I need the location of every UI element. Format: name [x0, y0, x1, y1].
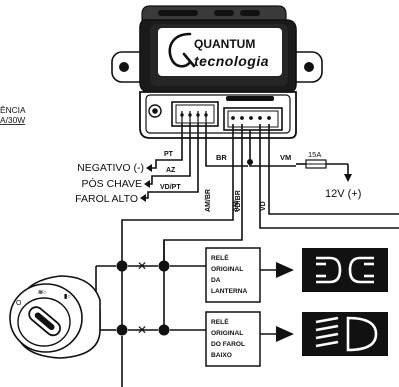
relay-lanterna: RELÉ ORIGINAL DA LANTERNA [205, 247, 294, 303]
wire-code-az: AZ [166, 167, 176, 174]
wire-code-br: BR [216, 153, 227, 162]
side-note-line1: ÊNCIA [0, 105, 26, 115]
wire-code-pt: PT [164, 151, 174, 158]
brand-bottom-text: tecnologia [194, 53, 269, 69]
connector-right-pins [231, 116, 271, 120]
wire-code-vdbr: VD/BR [235, 190, 242, 212]
light-switch-knob: O ≋○ ▮○ [9, 275, 101, 359]
wire-code-am: AM [233, 201, 240, 212]
wire-code-vd: VD [260, 201, 267, 211]
switch-park-mark: ≋○ [38, 290, 47, 296]
brand-top-text: QUANTUM [194, 37, 255, 51]
label-negativo: NEGATIVO (-) [77, 162, 144, 174]
relay-lanterna-line3: DA [211, 277, 221, 284]
relay-farol-line2: ORIGINAL [211, 330, 243, 337]
wire-code-ambr: AM/BR [205, 189, 212, 212]
switch-off-mark: O [16, 300, 22, 307]
relay-farol-line1: RELÉ [211, 317, 229, 326]
label-pos-chave: PÓS CHAVE [82, 177, 143, 190]
fuse-rating: 15A [308, 150, 321, 159]
relay-lanterna-line1: RELÉ [211, 253, 229, 262]
brand-logo: QUANTUM tecnologia [158, 28, 282, 76]
side-note-line2: A/30W [0, 115, 25, 125]
low-beam-headlight-icon [302, 312, 388, 356]
label-farol-alto: FAROL ALTO [75, 193, 138, 205]
relay-lanterna-line4: LANTERNA [211, 288, 248, 295]
relay-farol-line3: DO FAROL [211, 341, 245, 348]
cut-mark-lower: ✕ [137, 323, 147, 337]
wire-code-vdpt: VD/PT [160, 184, 181, 191]
relay-farol-line4: BAIXO [211, 352, 232, 359]
connector-left-pins [180, 111, 208, 124]
power-wiring: BR VM 15A 12V (+) [205, 124, 361, 200]
cut-mark-upper: ✕ [137, 259, 147, 273]
side-note: ÊNCIA A/30W [0, 105, 26, 125]
relay-lanterna-line2: ORIGINAL [211, 266, 243, 273]
wire-code-vm: VM [280, 153, 291, 162]
parking-light-icon [302, 248, 388, 292]
supply-label: 12V (+) [325, 188, 361, 200]
output-wires: PT AZ VD/PT NEGATIVO (-) PÓS CHAVE FAROL… [75, 124, 199, 205]
switch-head-mark: ▮○ [64, 294, 71, 300]
switch-wiring: AM/BR AM VD/BR VD [95, 124, 399, 387]
relay-farol-baixo: RELÉ ORIGINAL DO FAROL BAIXO [205, 311, 294, 367]
